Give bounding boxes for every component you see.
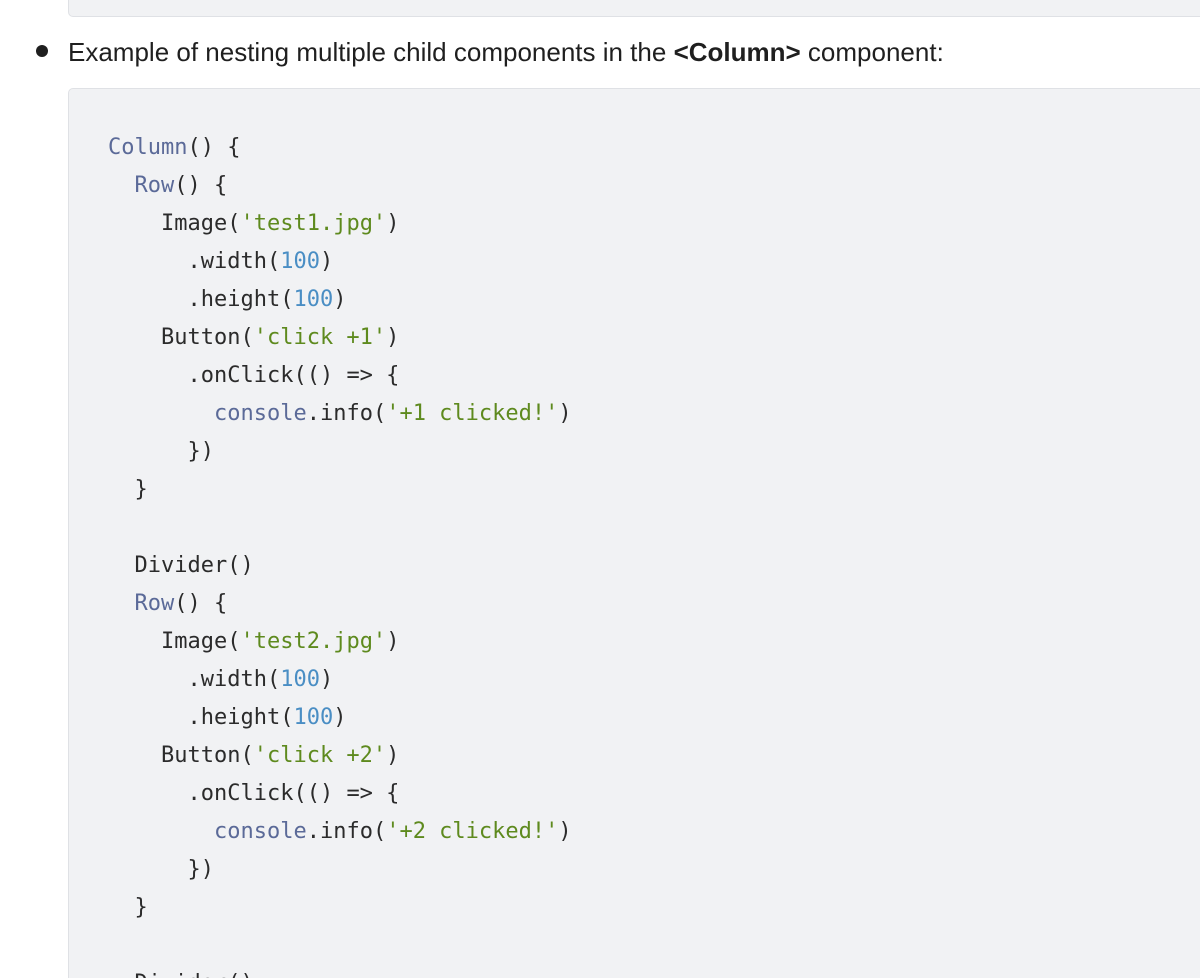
- code-line: console.info('+1 clicked!'): [214, 395, 572, 433]
- code-line: Button('click +1'): [161, 319, 399, 357]
- code-line: Column() {: [108, 129, 240, 167]
- code-token: ): [319, 667, 334, 692]
- code-token: Divider(): [135, 971, 254, 978]
- code-line: .height(100): [188, 281, 347, 319]
- code-token: Column: [108, 135, 188, 160]
- code-line: .width(100): [188, 661, 334, 699]
- code-line: }: [135, 471, 148, 509]
- code-line: Image('test1.jpg'): [161, 205, 399, 243]
- code-token: 'test2.jpg': [240, 629, 387, 654]
- code-token: 100: [293, 705, 334, 730]
- previous-code-block: [68, 0, 1200, 17]
- code-token: Image(: [161, 211, 241, 236]
- code-line: }: [135, 889, 148, 927]
- code-token: ): [386, 325, 400, 350]
- code-token: () {: [187, 135, 241, 160]
- code-token: ): [386, 743, 400, 768]
- code-token: '+1 clicked!': [386, 401, 559, 426]
- code-token: Row: [134, 173, 175, 198]
- bullet-text-after: component:: [800, 37, 944, 67]
- code-token: .width(: [187, 667, 281, 692]
- code-block[interactable]: Column() {Row() {Image('test1.jpg').widt…: [68, 88, 1200, 978]
- code-token: ): [558, 819, 572, 844]
- code-line: Divider(): [135, 965, 254, 978]
- bullet-dot-icon: [36, 45, 48, 57]
- bullet-text-bold: <Column>: [673, 37, 801, 67]
- code-line: }): [188, 433, 215, 471]
- code-lines: Column() {Row() {Image('test1.jpg').widt…: [69, 89, 1200, 978]
- code-line: Image('test2.jpg'): [161, 623, 399, 661]
- code-token: Row: [134, 591, 175, 616]
- code-token: .info(: [306, 401, 387, 426]
- code-token: ): [558, 401, 572, 426]
- code-line: console.info('+2 clicked!'): [214, 813, 572, 851]
- code-token: }): [187, 439, 215, 464]
- code-token: Button(: [161, 743, 254, 768]
- code-token: ): [386, 211, 400, 236]
- code-token: ): [333, 287, 347, 312]
- code-token: }: [134, 895, 148, 920]
- code-token: .onClick(() => {: [187, 781, 400, 806]
- code-token: ): [386, 629, 400, 654]
- code-token: .width(: [187, 249, 281, 274]
- code-line: .height(100): [188, 699, 347, 737]
- code-token: 'click +2': [253, 743, 387, 768]
- code-token: }): [187, 857, 215, 882]
- code-line: }): [188, 851, 215, 889]
- bullet-text: Example of nesting multiple child compon…: [68, 34, 944, 70]
- code-line: .onClick(() => {: [188, 357, 400, 395]
- code-token: .info(: [306, 819, 387, 844]
- code-line: .width(100): [188, 243, 334, 281]
- code-token: 100: [293, 287, 334, 312]
- code-line: Button('click +2'): [161, 737, 399, 775]
- code-token: ): [333, 705, 347, 730]
- code-token: .onClick(() => {: [187, 363, 400, 388]
- code-token: 100: [280, 249, 320, 274]
- code-token: Divider(): [134, 553, 254, 578]
- code-token: '+2 clicked!': [386, 819, 559, 844]
- code-token: 'click +1': [253, 325, 387, 350]
- code-line: Row() {: [135, 167, 228, 205]
- code-token: () {: [174, 173, 228, 198]
- code-line: Row() {: [135, 585, 228, 623]
- code-token: }: [134, 477, 148, 502]
- bullet-text-before: Example of nesting multiple child compon…: [68, 37, 674, 67]
- code-token: 'test1.jpg': [240, 211, 387, 236]
- code-token: .height(: [187, 705, 294, 730]
- code-token: console: [214, 401, 307, 426]
- bullet-list-item: Example of nesting multiple child compon…: [0, 30, 1200, 74]
- code-line: .onClick(() => {: [188, 775, 400, 813]
- code-token: () {: [174, 591, 228, 616]
- code-token: Image(: [161, 629, 241, 654]
- code-token: 100: [280, 667, 320, 692]
- code-token: ): [319, 249, 334, 274]
- code-token: .height(: [187, 287, 294, 312]
- code-line: Divider(): [135, 547, 254, 585]
- code-token: console: [214, 819, 307, 844]
- code-token: Button(: [161, 325, 254, 350]
